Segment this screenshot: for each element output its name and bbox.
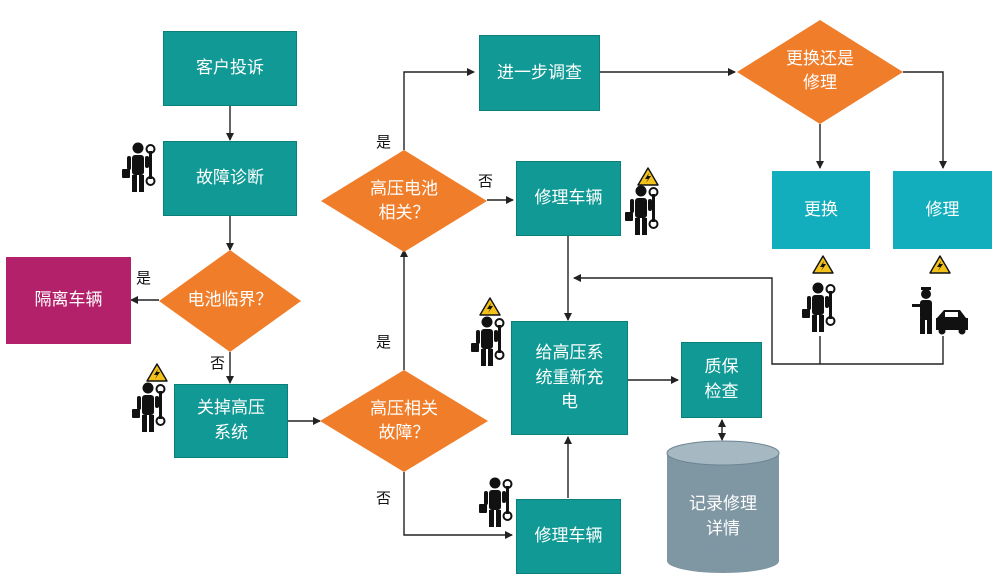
node-label: 修理	[925, 199, 960, 220]
edge-decision-to-repair	[903, 71, 947, 169]
node-repair-vehicle-top: 修理车辆	[516, 161, 621, 236]
node-label-line: 给高压系	[535, 343, 604, 364]
decision-label-line: 高压相关	[370, 399, 438, 419]
decision-label-line: 故障？	[378, 422, 430, 443]
node-further-investigation: 进一步调查	[479, 35, 600, 111]
technician-icon	[801, 281, 836, 333]
node-repair: 修理	[893, 171, 992, 249]
technician-icon	[478, 476, 513, 528]
technician-icon	[470, 315, 505, 367]
node-label: 故障诊断	[196, 168, 264, 189]
edge-hvfault-to-repair-bottom	[403, 472, 513, 539]
warning-icon	[929, 255, 951, 274]
edge-label-no-shutdown: 否	[210, 354, 226, 372]
node-repair-vehicle-bottom: 修理车辆	[516, 499, 621, 574]
decision-replace-or-repair	[737, 20, 903, 124]
decision-replace-or-repair-label: 更换还是修理	[760, 48, 880, 96]
connectors	[130, 68, 947, 539]
node-label: 隔离车辆	[34, 290, 103, 311]
decision-hv-fault	[320, 370, 488, 472]
warning-icon	[479, 297, 501, 316]
decision-hv-battery-label: 高压电池相关？	[344, 178, 464, 226]
edge-label-no-repair-bottom: 否	[376, 489, 392, 507]
node-label: 更换	[804, 199, 838, 220]
node-label: 客户投诉	[196, 58, 264, 79]
decision-label-line: 高压电池	[370, 179, 438, 199]
database-label-line: 记录修理	[689, 494, 757, 514]
technician-icon	[131, 381, 166, 433]
edge-label-yes-isolate: 是	[136, 269, 152, 287]
decision-battery-critical-label: 电池临界？	[187, 290, 273, 310]
node-label-line: 统重新充	[535, 367, 604, 388]
decision-label-line: 更换还是	[786, 49, 854, 69]
edge-hvbattery-to-investigate	[403, 68, 475, 150]
database-label-line: 详情	[706, 518, 740, 539]
node-label-line: 质保	[704, 357, 739, 378]
technician-icon	[624, 184, 659, 236]
node-customer-complaint: 客户投诉	[163, 31, 297, 106]
warning-icon	[146, 363, 168, 382]
node-quality-check: 质保检查	[681, 342, 762, 418]
node-label-line: 检查	[704, 382, 739, 402]
node-label-line: 电	[561, 392, 578, 413]
database-record-label: 记录修理详情	[667, 492, 779, 541]
node-label-line: 关掉高压	[197, 398, 265, 419]
decision-hv-fault-label: 高压相关故障？	[344, 398, 464, 446]
node-label: 修理车辆	[534, 188, 603, 209]
mechanic-car-icon	[912, 287, 968, 335]
node-fault-diagnosis: 故障诊断	[163, 141, 297, 216]
node-label-line: 系统	[214, 423, 248, 443]
node-shutdown-hv: 关掉高压系统	[174, 384, 288, 458]
edge-label-no-repair-top: 否	[478, 172, 494, 190]
edge-label-yes-investigate: 是	[376, 133, 392, 151]
node-replace: 更换	[772, 171, 870, 249]
node-recharge-hv: 给高压系统重新充电	[511, 321, 628, 435]
decision-label-line: 相关？	[378, 202, 430, 223]
warning-icon	[637, 167, 659, 186]
edge-feedback-loop	[573, 274, 944, 365]
database-record	[666, 440, 780, 573]
node-label: 修理车辆	[534, 526, 603, 547]
decision-battery-critical	[159, 250, 301, 352]
decision-label-line: 修理	[803, 72, 837, 93]
warning-icon	[812, 255, 834, 274]
decision-hv-battery	[321, 150, 487, 252]
node-isolate-vehicle: 隔离车辆	[6, 257, 131, 344]
node-label: 进一步调查	[497, 62, 582, 83]
technician-icon	[121, 141, 156, 193]
edge-label-yes-hv-battery: 是	[376, 333, 392, 351]
